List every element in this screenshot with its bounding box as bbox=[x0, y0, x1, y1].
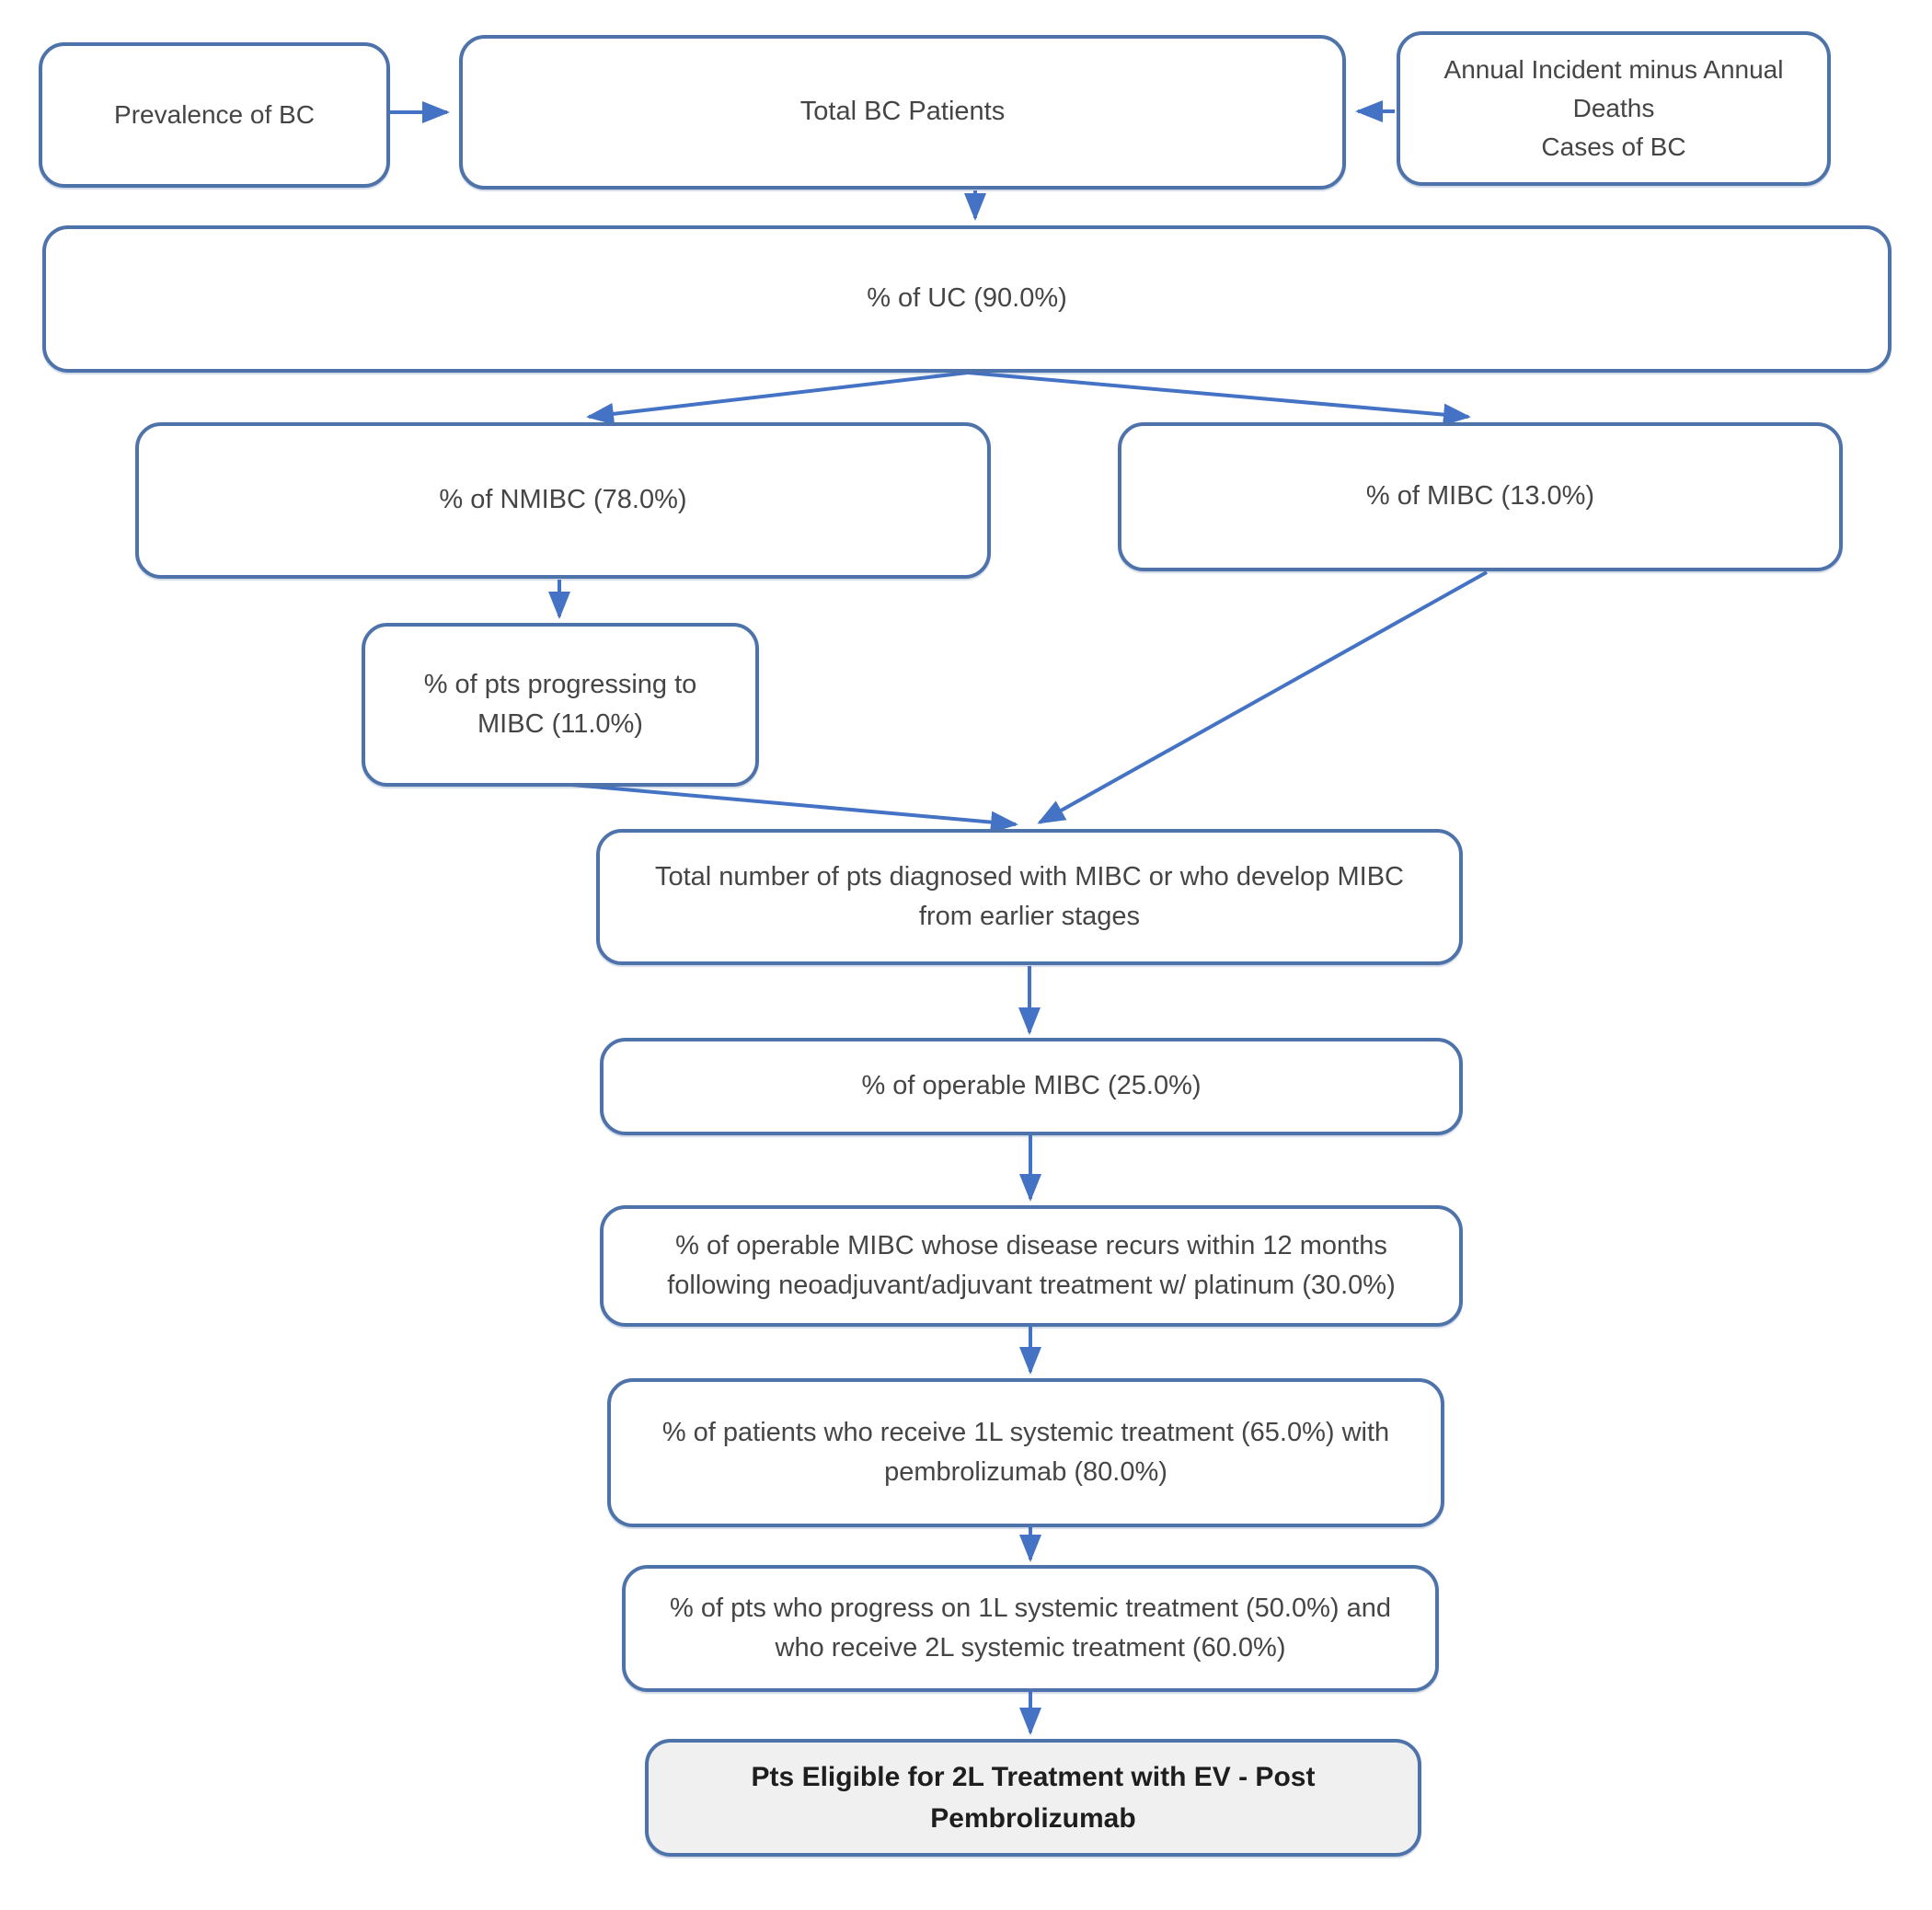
node-operable-mibc-recurrence: % of operable MIBC whose disease recurs … bbox=[600, 1205, 1463, 1327]
edge-progressing-to-totalmibc bbox=[571, 783, 1018, 834]
node-1l-systemic-treatment: % of patients who receive 1L systemic tr… bbox=[607, 1378, 1444, 1527]
node-percent-uc: % of UC (90.0%) bbox=[42, 225, 1892, 373]
edge-mibc-to-totalmibc bbox=[1037, 570, 1488, 824]
node-total-mibc-patients: Total number of pts diagnosed with MIBC … bbox=[596, 829, 1463, 965]
node-annual-incident-minus-deaths: Annual Incident minus Annual Deaths Case… bbox=[1397, 31, 1831, 186]
node-percent-operable-mibc: % of operable MIBC (25.0%) bbox=[600, 1038, 1463, 1135]
node-pts-eligible-2l-ev-post-pembrolizumab: Pts Eligible for 2L Treatment with EV - … bbox=[645, 1739, 1421, 1857]
node-total-bc-patients: Total BC Patients bbox=[459, 35, 1346, 190]
node-pts-progressing-to-mibc: % of pts progressing to MIBC (11.0%) bbox=[362, 623, 759, 787]
edge-uc-to-mibc bbox=[967, 371, 1471, 426]
node-percent-nmibc: % of NMIBC (78.0%) bbox=[135, 422, 991, 579]
node-2l-systemic-treatment: % of pts who progress on 1L systemic tre… bbox=[622, 1565, 1439, 1692]
node-prevalence-of-bc: Prevalence of BC bbox=[39, 42, 390, 188]
node-percent-mibc: % of MIBC (13.0%) bbox=[1118, 422, 1843, 571]
edge-uc-to-nmibc bbox=[586, 371, 969, 425]
